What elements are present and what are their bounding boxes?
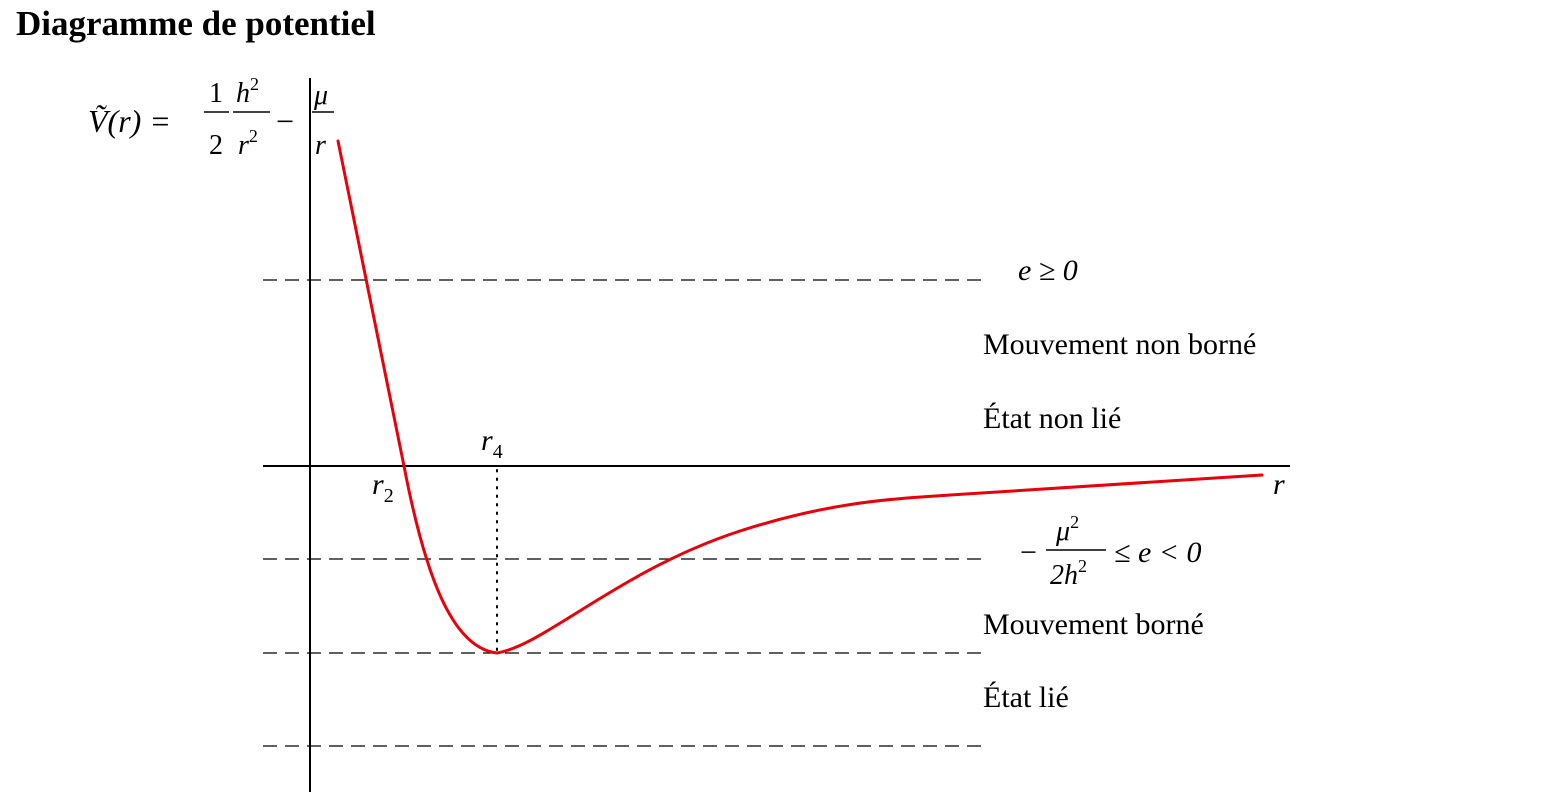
condition-bound-minus: − [1020, 536, 1037, 569]
formula-half-numerator: 1 [209, 78, 223, 109]
page-title: Diagramme de potentiel [16, 4, 376, 43]
r4-marker-label: r4 [481, 424, 503, 463]
condition-bound: − μ2 2h2 ≤ e < 0 [1020, 512, 1202, 591]
formula-r: r [315, 130, 326, 161]
formula-minus: − [276, 103, 294, 139]
condition-bound-denominator: 2h2 [1050, 556, 1087, 591]
state-bound-label: État lié [983, 681, 1069, 714]
potential-formula: Ṽ(r) = 1 2 h2 r2 − μ r [88, 74, 334, 161]
formula-half-denominator: 2 [209, 130, 223, 161]
condition-bound-numerator: μ2 [1055, 512, 1079, 547]
motion-unbound-label: Mouvement non borné [983, 328, 1256, 361]
x-axis-label: r [1273, 468, 1285, 501]
r2-marker-label: r2 [372, 468, 394, 507]
formula-r-squared: r2 [238, 126, 258, 161]
potential-curve [336, 139, 1264, 655]
formula-lhs: Ṽ(r) = [88, 103, 171, 139]
motion-bound-label: Mouvement borné [983, 608, 1204, 641]
formula-mu: μ [313, 80, 328, 111]
condition-unbound: e ≥ 0 [1018, 254, 1078, 287]
state-unbound-label: État non lié [983, 402, 1121, 435]
formula-h-squared: h2 [236, 74, 259, 109]
condition-bound-rest: ≤ e < 0 [1114, 536, 1202, 569]
